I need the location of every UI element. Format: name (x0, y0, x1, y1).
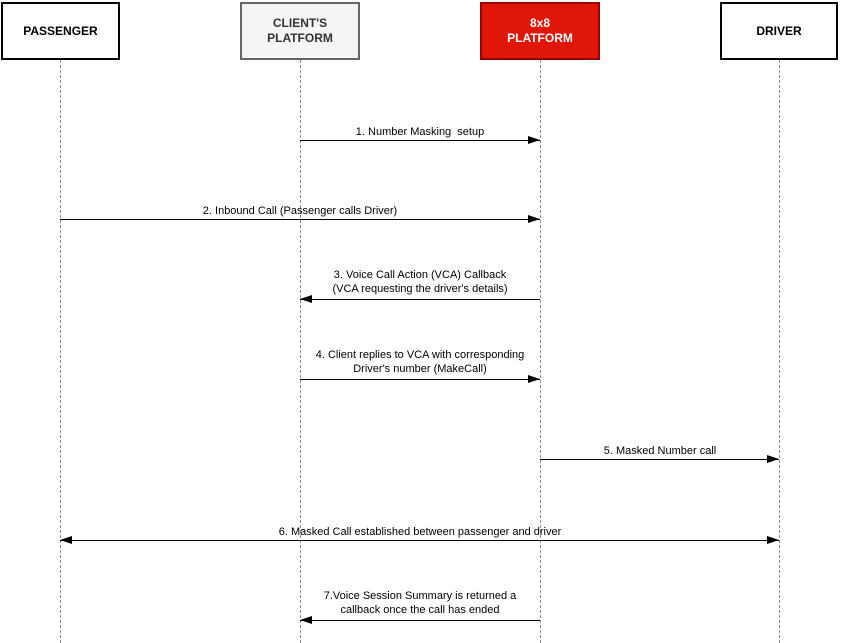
message-7-label: 7.Voice Session Summary is returned a ca… (323, 590, 517, 616)
actor-clients-platform: CLIENT'S PLATFORM (240, 2, 360, 60)
message-6-arrowhead-right-icon (767, 536, 779, 544)
message-3-arrowhead-icon (300, 295, 312, 303)
message-5-label: 5. Masked Number call (603, 445, 717, 457)
lifeline-driver (779, 60, 780, 643)
lifeline-passenger (60, 60, 61, 643)
message-5-arrowhead-icon (767, 455, 779, 463)
message-1-label: 1. Number Masking setup (355, 126, 485, 138)
message-7-line (300, 620, 540, 621)
message-6-label: 6. Masked Call established between passe… (278, 526, 562, 538)
lifeline-clients-platform (300, 60, 301, 643)
message-2-line (60, 219, 540, 220)
message-4-arrowhead-icon (528, 375, 540, 383)
message-7-arrowhead-icon (300, 616, 312, 624)
message-1-arrowhead-icon (528, 136, 540, 144)
message-4-label: 4. Client replies to VCA with correspond… (315, 349, 525, 375)
actor-8x8-platform: 8x8 PLATFORM (480, 2, 600, 60)
message-1-line (300, 140, 540, 141)
message-2-arrowhead-icon (528, 215, 540, 223)
actor-passenger: PASSENGER (1, 2, 120, 60)
message-4-line (300, 379, 540, 380)
actor-driver: DRIVER (720, 2, 838, 60)
message-6-arrowhead-left-icon (60, 536, 72, 544)
message-3-label: 3. Voice Call Action (VCA) Callback (VCA… (332, 269, 508, 295)
message-2-label: 2. Inbound Call (Passenger calls Driver) (202, 205, 398, 217)
message-6-line (60, 540, 779, 541)
message-5-line (540, 459, 779, 460)
message-3-line (300, 299, 540, 300)
lifeline-8x8-platform (540, 60, 541, 643)
